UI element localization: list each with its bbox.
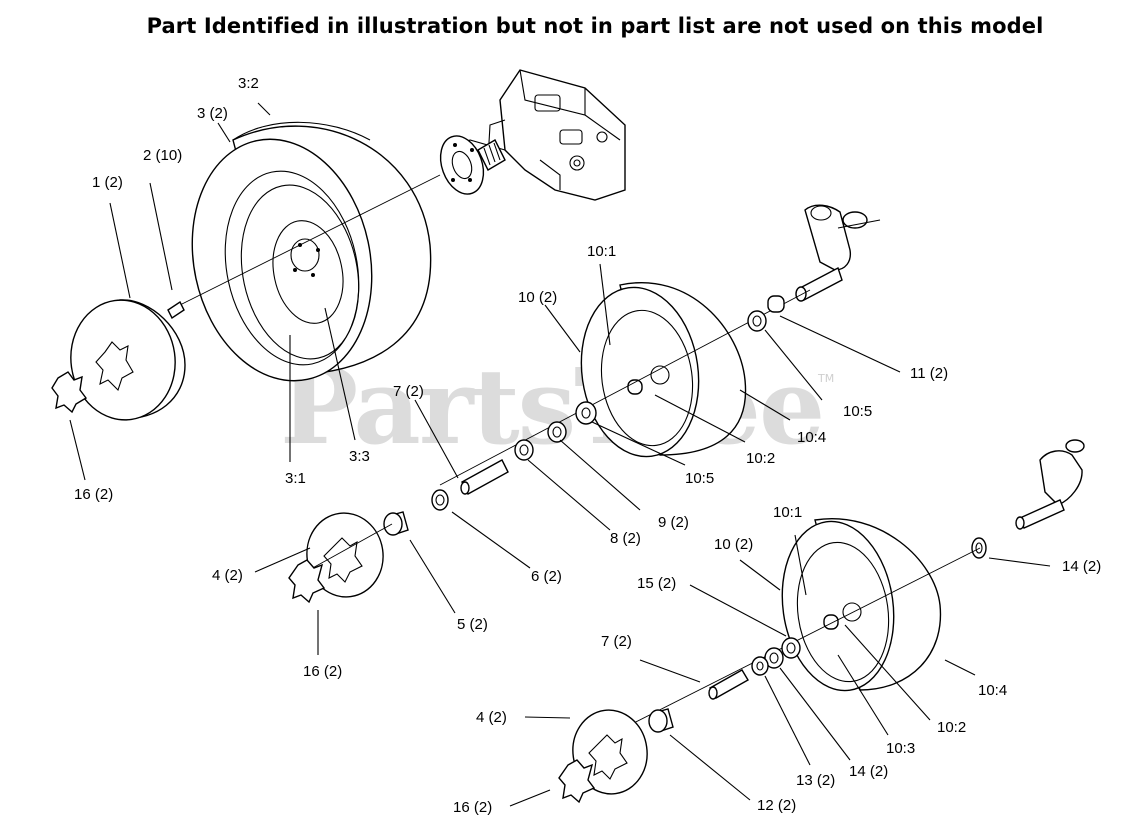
wheel-hub [439, 135, 506, 195]
washer-14a [971, 537, 987, 559]
bearing-6 [431, 489, 449, 511]
callout-7-b: 7 (2) [601, 633, 632, 650]
callout-16-c: 16 (2) [453, 799, 493, 816]
callout-14-a: 14 (2) [1062, 558, 1102, 575]
steering-spindle-lower [1015, 439, 1085, 530]
washer-14b [764, 647, 784, 669]
washer-10-5a [747, 310, 767, 332]
washer-9 [547, 421, 567, 443]
bushing-11 [767, 295, 785, 313]
front-tire-upper [580, 282, 747, 458]
callout-1: 1 (2) [92, 174, 123, 191]
callout-10-4-a: 10:4 [797, 429, 827, 446]
washer-13 [751, 656, 769, 676]
callout-8: 8 (2) [610, 530, 641, 547]
lug-nut [167, 300, 185, 320]
callout-10-1-a: 10:1 [587, 243, 617, 260]
washer-15 [781, 637, 801, 659]
callout-10-1-b: 10:1 [773, 504, 803, 521]
front-tire-lower [781, 518, 942, 692]
transmission-housing [454, 69, 626, 201]
callout-10-4-b: 10:4 [978, 682, 1008, 699]
callout-10-2-b: 10:2 [937, 719, 967, 736]
callout-15: 15 (2) [637, 575, 677, 592]
callout-16-b: 16 (2) [303, 663, 343, 680]
callout-3-1: 3:1 [285, 470, 306, 487]
watermark-trademark: TM [818, 372, 835, 385]
hub-cap-4b [572, 709, 648, 795]
callout-3-3: 3:3 [349, 448, 370, 465]
rear-tire [191, 121, 432, 382]
callout-10-2-a: 10:2 [746, 450, 776, 467]
washer-10-5b [575, 401, 597, 425]
page-title: Part Identified in illustration but not … [146, 14, 1044, 38]
washer-8 [514, 439, 534, 461]
bushing-5 [383, 511, 409, 536]
callout-10-3: 10:3 [886, 740, 916, 757]
spacer-7a [460, 459, 509, 495]
decal-16c [558, 759, 596, 804]
callout-3-2: 3:2 [238, 75, 259, 92]
decal-16a [51, 371, 88, 414]
callout-10-5-b: 10:5 [685, 470, 715, 487]
callout-5: 5 (2) [457, 616, 488, 633]
rear-hub-cap [70, 299, 186, 421]
callout-4-a: 4 (2) [212, 567, 243, 584]
callout-13: 13 (2) [796, 772, 836, 789]
callout-6: 6 (2) [531, 568, 562, 585]
callout-11: 11 (2) [910, 365, 949, 382]
callout-10-b: 10 (2) [714, 536, 754, 553]
callout-9: 9 (2) [658, 514, 689, 531]
callout-7-a: 7 (2) [393, 383, 424, 400]
callout-10-a: 10 (2) [518, 289, 558, 306]
decal-16b [288, 559, 326, 604]
callout-12: 12 (2) [757, 797, 797, 814]
callout-16-a: 16 (2) [74, 486, 114, 503]
callout-10-5-a: 10:5 [843, 403, 873, 420]
callout-3: 3 (2) [197, 105, 228, 122]
steering-spindle-upper [795, 204, 881, 302]
callout-4-b: 4 (2) [476, 709, 507, 726]
callout-14-b: 14 (2) [849, 763, 889, 780]
callout-2: 2 (10) [143, 147, 183, 164]
spacer-7b [708, 669, 749, 700]
leader-lines [69, 102, 1051, 807]
bushing-12 [648, 708, 674, 733]
